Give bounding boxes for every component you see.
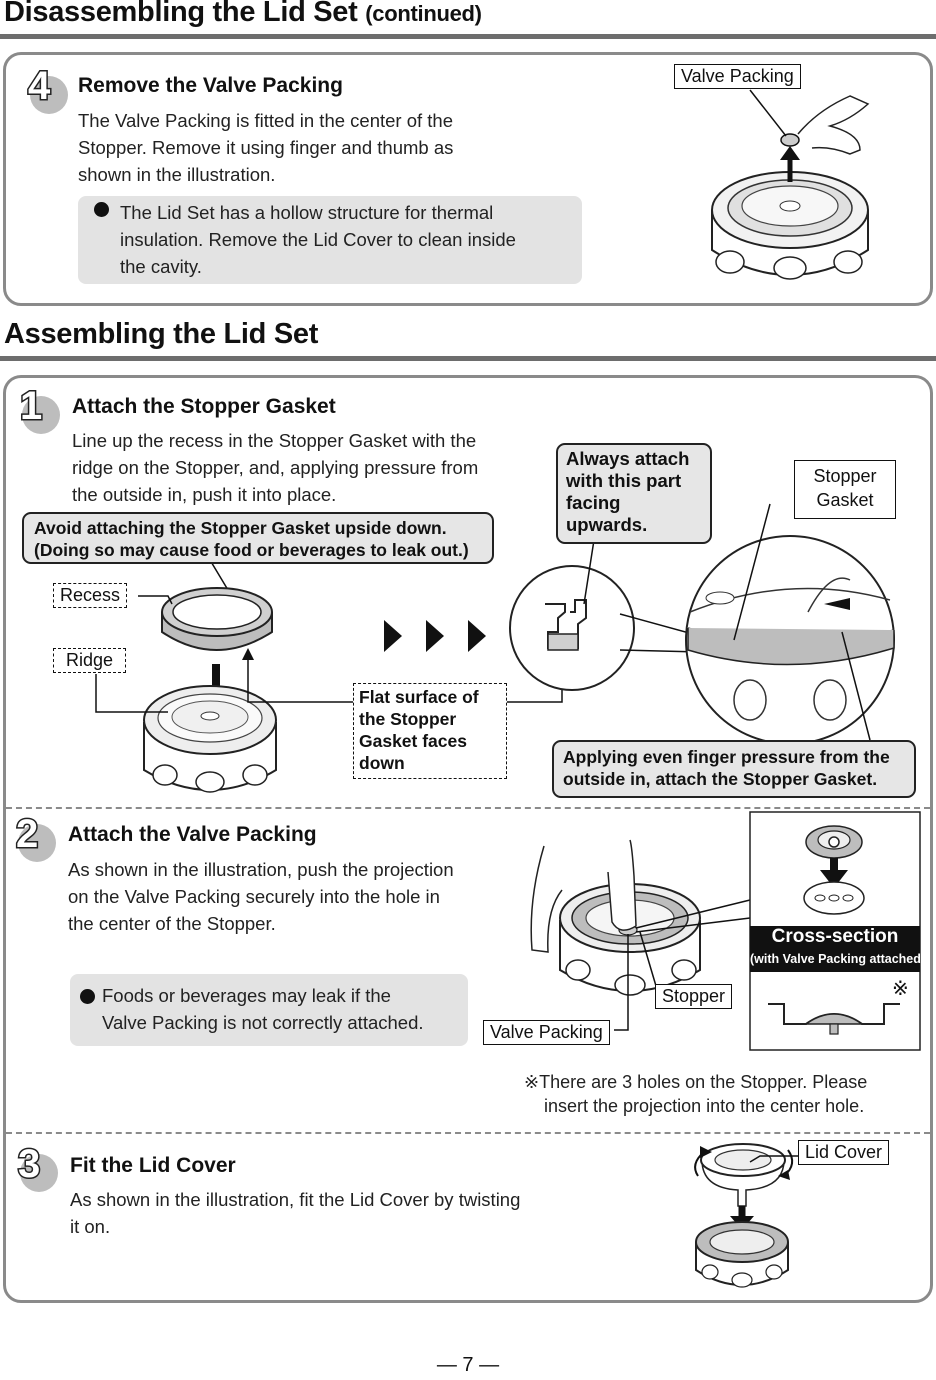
flat-surface-line: down bbox=[359, 753, 405, 773]
always-attach-callout: Always attach with this part facing upwa… bbox=[556, 443, 712, 544]
label-valve-packing: Valve Packing bbox=[674, 64, 801, 89]
step3-title: Fit the Lid Cover bbox=[70, 1154, 236, 1177]
step1-number: 1 bbox=[18, 383, 43, 430]
step4-body-line: The Valve Packing is fitted in the cente… bbox=[78, 110, 454, 131]
disassembling-title: Disassembling the Lid Set bbox=[4, 0, 358, 28]
step-divider bbox=[6, 807, 930, 809]
step4-note-line: The Lid Set has a hollow structure for t… bbox=[120, 202, 494, 223]
disassembling-title-suffix: (continued) bbox=[365, 1, 482, 26]
step2-body-line: on the Valve Packing securely into the h… bbox=[68, 886, 440, 907]
step2-note: Foods or beverages may leak if the Valve… bbox=[70, 974, 468, 1046]
footnote-line: ※There are 3 holes on the Stopper. Pleas… bbox=[524, 1072, 868, 1092]
bullet-icon bbox=[80, 989, 95, 1004]
step4-body-line: shown in the illustration. bbox=[78, 164, 276, 185]
step4-note-line: the cavity. bbox=[120, 256, 202, 277]
step2-title: Attach the Valve Packing bbox=[68, 823, 317, 846]
step4-body: The Valve Packing is fitted in the cente… bbox=[78, 107, 518, 188]
label-recess: Recess bbox=[53, 583, 128, 608]
section-title-disassembling: Disassembling the Lid Set (continued) bbox=[4, 0, 482, 29]
always-attach-line: upwards. bbox=[566, 514, 648, 535]
step2-body-line: the center of the Stopper. bbox=[68, 913, 276, 934]
step4-number-badge: 4 bbox=[24, 63, 70, 114]
step3-number: 3 bbox=[16, 1141, 41, 1188]
step4-number: 4 bbox=[26, 63, 51, 110]
step2-number-badge: 2 bbox=[12, 811, 58, 862]
step4-title: Remove the Valve Packing bbox=[78, 74, 343, 97]
step1-number-badge: 1 bbox=[16, 383, 62, 434]
step3-body: As shown in the illustration, fit the Li… bbox=[70, 1186, 580, 1240]
label-stopper: Stopper bbox=[655, 984, 733, 1009]
footnote-line: insert the projection into the center ho… bbox=[544, 1096, 865, 1116]
step1-body-line: ridge on the Stopper, and, applying pres… bbox=[72, 457, 479, 478]
section-rule bbox=[0, 34, 936, 39]
cross-section-subtitle: (with Valve Packing attached) bbox=[750, 952, 926, 966]
step1-body: Line up the recess in the Stopper Gasket… bbox=[72, 427, 542, 508]
cross-section-title: Cross-section bbox=[771, 926, 899, 947]
step3-body-line: As shown in the illustration, fit the Li… bbox=[70, 1189, 521, 1210]
step2-body-line: As shown in the illustration, push the p… bbox=[68, 859, 454, 880]
step2-note-line: Valve Packing is not correctly attached. bbox=[102, 1012, 424, 1033]
step3-body-line: it on. bbox=[70, 1216, 111, 1237]
step2-note-line: Foods or beverages may leak if the bbox=[102, 985, 391, 1006]
step4-note: The Lid Set has a hollow structure for t… bbox=[78, 196, 582, 284]
always-attach-line: facing bbox=[566, 492, 621, 513]
bullet-icon bbox=[94, 202, 109, 217]
page-number: — 7 — bbox=[436, 1354, 500, 1376]
step1-title: Attach the Stopper Gasket bbox=[72, 395, 336, 418]
step2-number: 2 bbox=[14, 811, 39, 858]
step1-body-line: the outside in, push it into place. bbox=[72, 484, 337, 505]
stopper-gasket-line: Gasket bbox=[816, 490, 874, 510]
label-valve-packing-2: Valve Packing bbox=[483, 1020, 610, 1045]
label-stopper-gasket: Stopper Gasket bbox=[794, 460, 896, 519]
step4-note-line: insulation. Remove the Lid Cover to clea… bbox=[120, 229, 516, 250]
step3-number-badge: 3 bbox=[14, 1141, 60, 1192]
step1-warning-line: (Doing so may cause food or beverages to… bbox=[34, 540, 469, 560]
remove-valve-packing-illustration bbox=[711, 89, 870, 280]
always-attach-line: Always attach bbox=[566, 448, 690, 469]
stopper-gasket-line: Stopper bbox=[813, 466, 877, 486]
cross-section-mark: ※ bbox=[892, 978, 909, 1000]
flat-surface-line: Flat surface of bbox=[359, 687, 479, 707]
step4-body-line: Stopper. Remove it using finger and thum… bbox=[78, 137, 454, 158]
step-divider bbox=[6, 1132, 930, 1134]
flat-surface-line: Gasket faces bbox=[359, 731, 467, 751]
step2-footnote: ※There are 3 holes on the Stopper. Pleas… bbox=[524, 1070, 924, 1118]
step1-body-line: Line up the recess in the Stopper Gasket… bbox=[72, 430, 477, 451]
applying-line: outside in, attach the Stopper Gasket. bbox=[563, 769, 878, 789]
step1-warning-line: Avoid attaching the Stopper Gasket upsid… bbox=[34, 518, 447, 538]
assembling-title: Assembling the Lid Set bbox=[4, 318, 319, 350]
label-lid-cover: Lid Cover bbox=[798, 1140, 890, 1165]
step1-warning-callout: Avoid attaching the Stopper Gasket upsid… bbox=[22, 512, 494, 564]
applying-pressure-callout: Applying even finger pressure from the o… bbox=[552, 740, 916, 798]
label-ridge: Ridge bbox=[53, 648, 127, 673]
flat-surface-line: the Stopper bbox=[359, 709, 457, 729]
always-attach-line: with this part bbox=[566, 470, 682, 491]
step2-body: As shown in the illustration, push the p… bbox=[68, 856, 508, 937]
applying-line: Applying even finger pressure from the bbox=[563, 747, 890, 767]
section-rule bbox=[0, 356, 936, 361]
flat-surface-note: Flat surface of the Stopper Gasket faces… bbox=[353, 683, 507, 779]
